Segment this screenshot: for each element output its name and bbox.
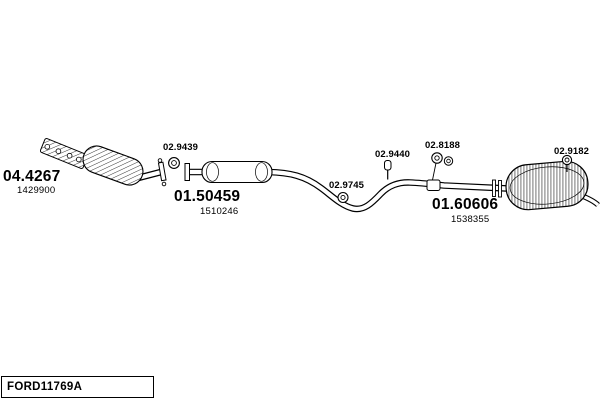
- pipe-sleeve-drawing: [426, 179, 441, 191]
- fitting-code-clamp: 02.8188: [425, 140, 461, 151]
- fitting-code-tail-hanger: 02.9182: [554, 146, 590, 157]
- part-code-center-muffler: 01.50459: [174, 188, 241, 205]
- center-muffler-drawing: [201, 160, 273, 184]
- part-number-rear-muffler: 1538355: [451, 214, 490, 225]
- rear-flange-drawing: [492, 179, 502, 198]
- gasket-ring-icon: [168, 157, 180, 169]
- diagram-reference-code: FORD11769A: [7, 381, 83, 393]
- diagram-reference-box: FORD11769A: [1, 376, 154, 398]
- part-number-catalyst: 1429900: [17, 185, 56, 196]
- fitting-code-pipe-hanger: 02.9440: [375, 149, 411, 160]
- pipe-hanger-icon: [384, 160, 392, 180]
- center-hanger-icon: [337, 191, 349, 204]
- clamp-icon: [431, 152, 454, 181]
- catalytic-converter-drawing: [39, 138, 144, 186]
- part-code-rear-muffler: 01.60606: [432, 196, 499, 213]
- fitting-code-center-hanger: 02.9745: [329, 180, 365, 191]
- part-code-catalyst: 04.4267: [3, 168, 61, 185]
- tail-hanger-icon: [561, 154, 573, 172]
- fitting-code-gasket: 02.9439: [163, 142, 199, 153]
- rear-muffler-drawing: [505, 160, 589, 211]
- exhaust-pipe-drawing: [267, 168, 519, 213]
- part-number-center-muffler: 1510246: [200, 206, 239, 217]
